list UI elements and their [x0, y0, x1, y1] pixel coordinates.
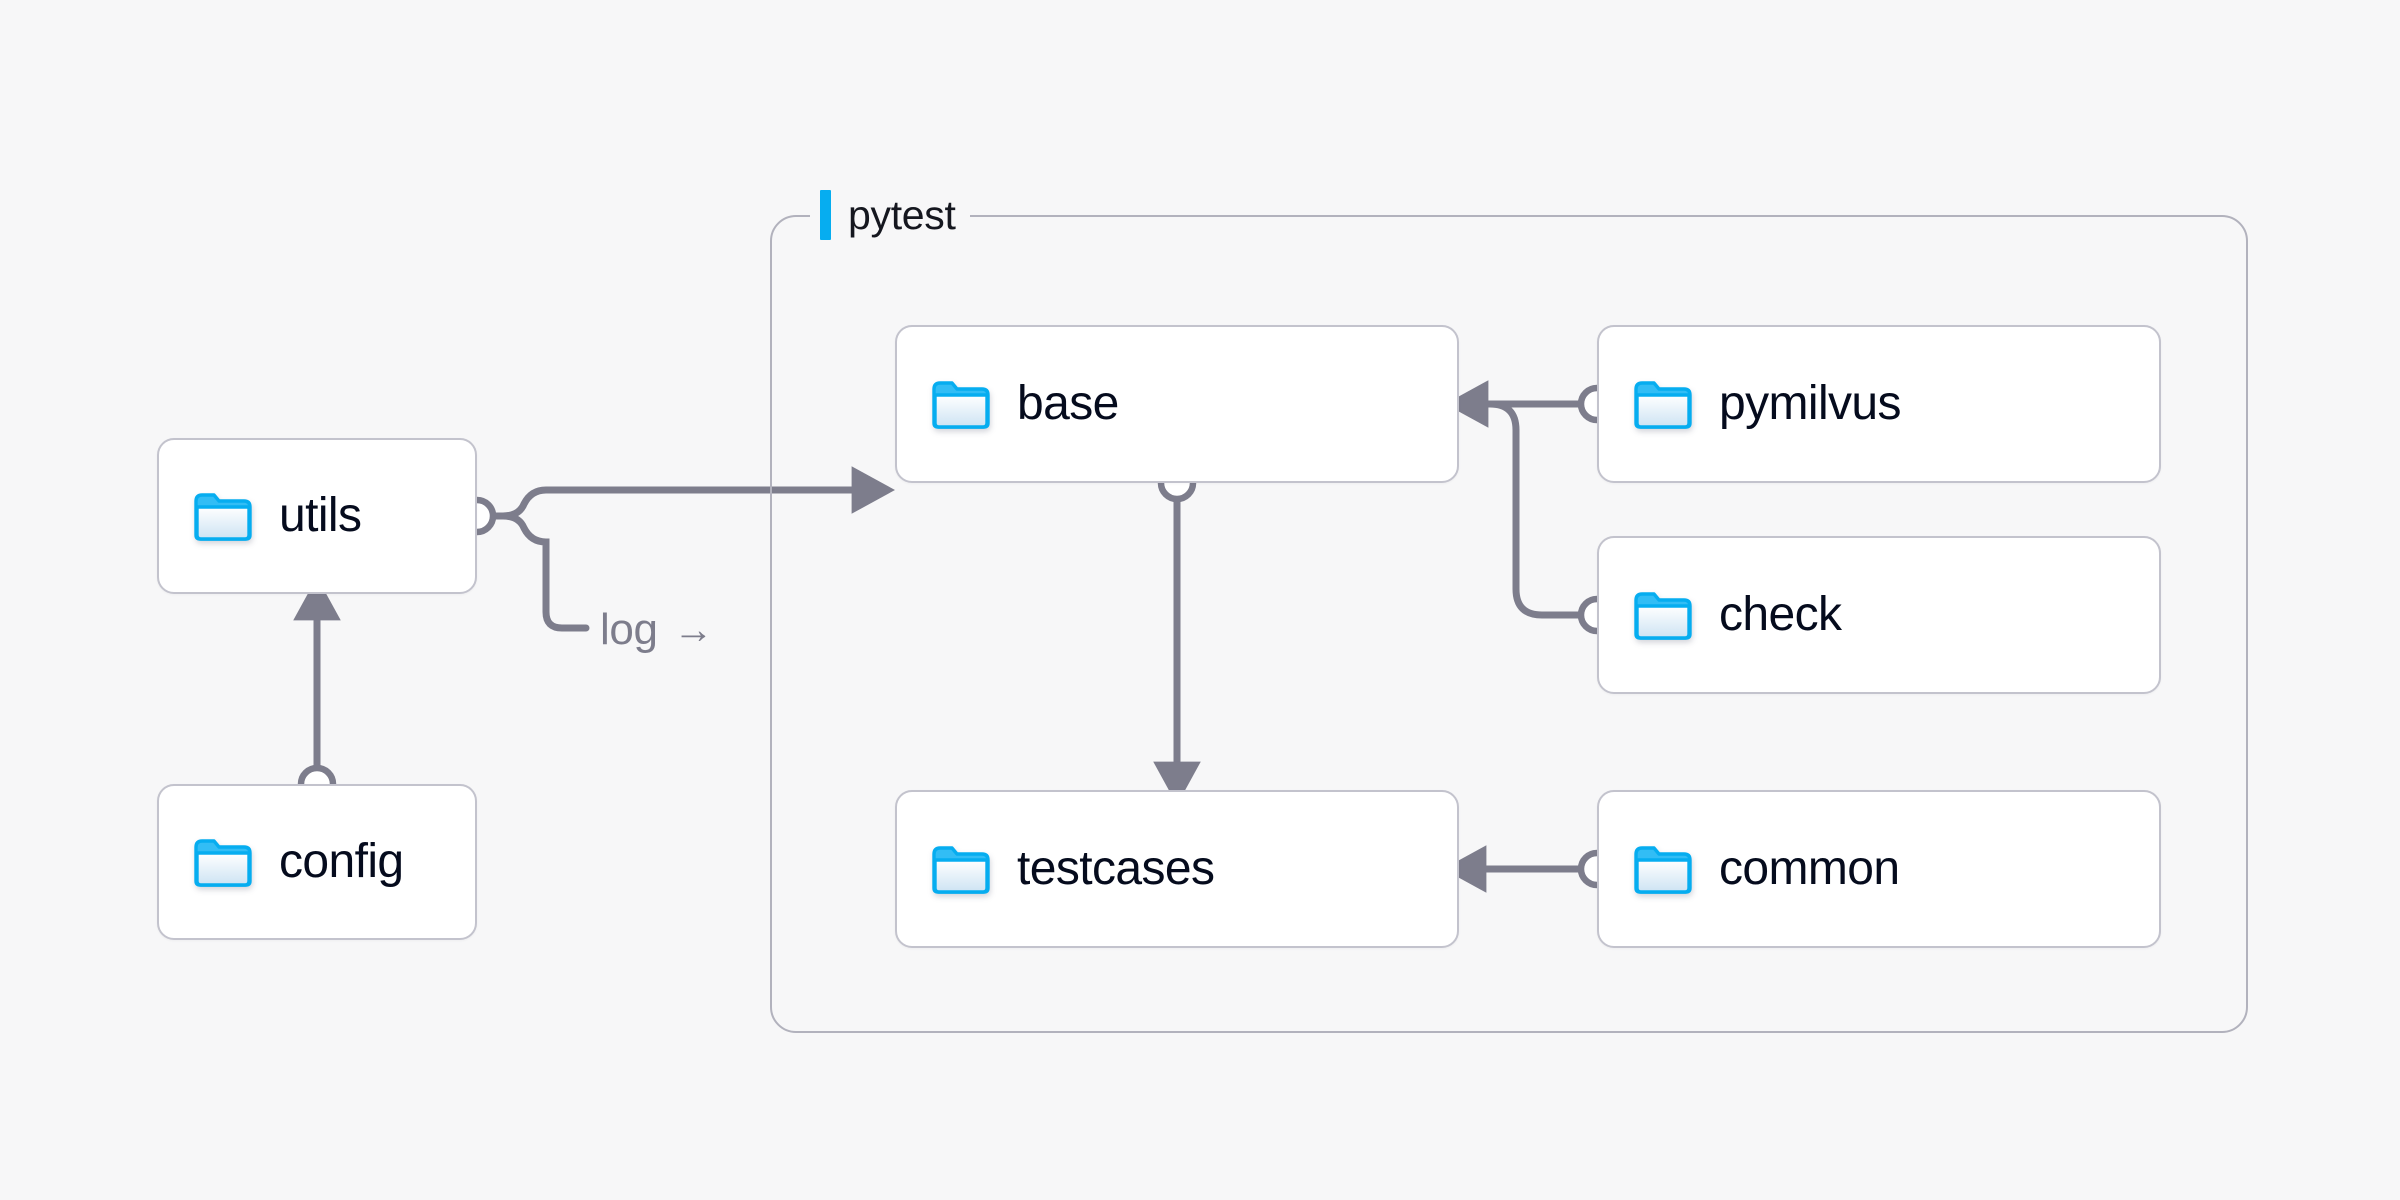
node-common-label: common — [1719, 842, 1900, 895]
node-check-content: check — [1599, 588, 1842, 641]
folder-icon — [1634, 846, 1692, 894]
folder-icon — [1634, 381, 1692, 429]
node-common[interactable]: common — [1597, 790, 2161, 948]
edge-label-log-text: log — [600, 605, 658, 654]
folder-icon — [1634, 592, 1692, 640]
node-utils-label: utils — [279, 489, 362, 542]
node-pymilvus[interactable]: pymilvus — [1597, 325, 2161, 483]
group-title: pytest — [848, 191, 956, 238]
node-config[interactable]: config — [157, 784, 477, 940]
node-utils-content: utils — [159, 489, 362, 542]
edge-utils-to-log — [473, 512, 590, 632]
node-pymilvus-content: pymilvus — [1599, 377, 1902, 430]
edge-label-log: log → — [600, 605, 714, 654]
node-base-label: base — [1017, 377, 1119, 430]
group-pytest[interactable] — [770, 215, 2248, 1033]
folder-icon — [194, 493, 252, 541]
folder-icon — [194, 839, 252, 887]
node-config-label: config — [279, 835, 404, 888]
node-utils[interactable]: utils — [157, 438, 477, 594]
node-common-content: common — [1599, 842, 1900, 895]
folder-icon — [932, 846, 990, 894]
node-check-label: check — [1719, 588, 1842, 641]
node-base[interactable]: base — [895, 325, 1459, 483]
node-testcases-label: testcases — [1017, 842, 1215, 895]
node-base-content: base — [897, 378, 1119, 430]
node-testcases[interactable]: testcases — [895, 790, 1459, 948]
folder-icon — [932, 381, 990, 429]
arrow-right-icon: → — [673, 608, 714, 652]
node-check[interactable]: check — [1597, 536, 2161, 694]
node-pymilvus-label: pymilvus — [1719, 377, 1902, 430]
node-testcases-content: testcases — [897, 842, 1215, 895]
group-pytest-label: pytest — [810, 188, 970, 242]
node-config-content: config — [159, 836, 404, 888]
accent-bar-icon — [820, 190, 831, 240]
